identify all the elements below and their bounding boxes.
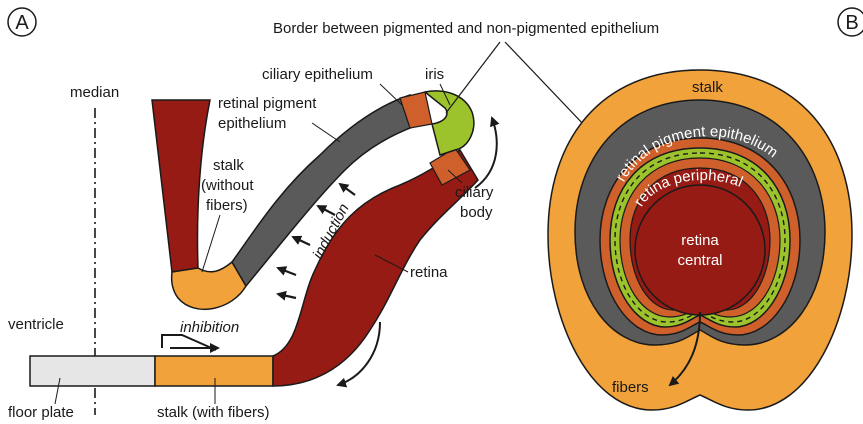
panel-b-letter: B: [845, 12, 858, 34]
stalk-no-fibers-label-3: fibers): [206, 197, 248, 214]
ciliary-epithelium-label: ciliary epithelium: [262, 66, 373, 83]
floor-plate-segment: [30, 356, 155, 386]
rpe-label-line1: retinal pigment: [218, 95, 317, 112]
median-label: median: [70, 84, 119, 101]
fibers-label: fibers: [612, 379, 649, 396]
retina-central-disc: [635, 185, 765, 315]
ventricle-label: ventricle: [8, 316, 64, 333]
floor-plate-label: floor plate: [8, 404, 74, 421]
inhibition-label: inhibition: [180, 319, 239, 336]
panel-a-letter: A: [15, 12, 29, 34]
border-title: Border between pigmented and non-pigment…: [273, 20, 659, 37]
stalk-with-fibers-segment: [155, 356, 273, 386]
retina-label: retina: [410, 264, 448, 281]
panel-b-badge: B: [838, 8, 863, 36]
retina-central-label-2: central: [677, 252, 722, 269]
border-pointer-a: [446, 42, 500, 113]
stalk-label-b: stalk: [692, 79, 723, 96]
growth-arrow-upper: [475, 118, 497, 188]
stalk-with-fibers-label: stalk (with fibers): [157, 404, 270, 421]
stalk-no-fibers-label-1: stalk: [213, 157, 244, 174]
panel-a-badge: A: [8, 8, 36, 36]
iris-label: iris: [425, 66, 444, 83]
ciliary-body-label-2: body: [460, 204, 493, 221]
retina-central-label-1: retina: [681, 232, 719, 249]
rpe-label-line2: epithelium: [218, 115, 286, 132]
ciliary-body-label-1: ciliary: [455, 184, 494, 201]
stalk-no-fibers-label-2: (without: [201, 177, 254, 194]
